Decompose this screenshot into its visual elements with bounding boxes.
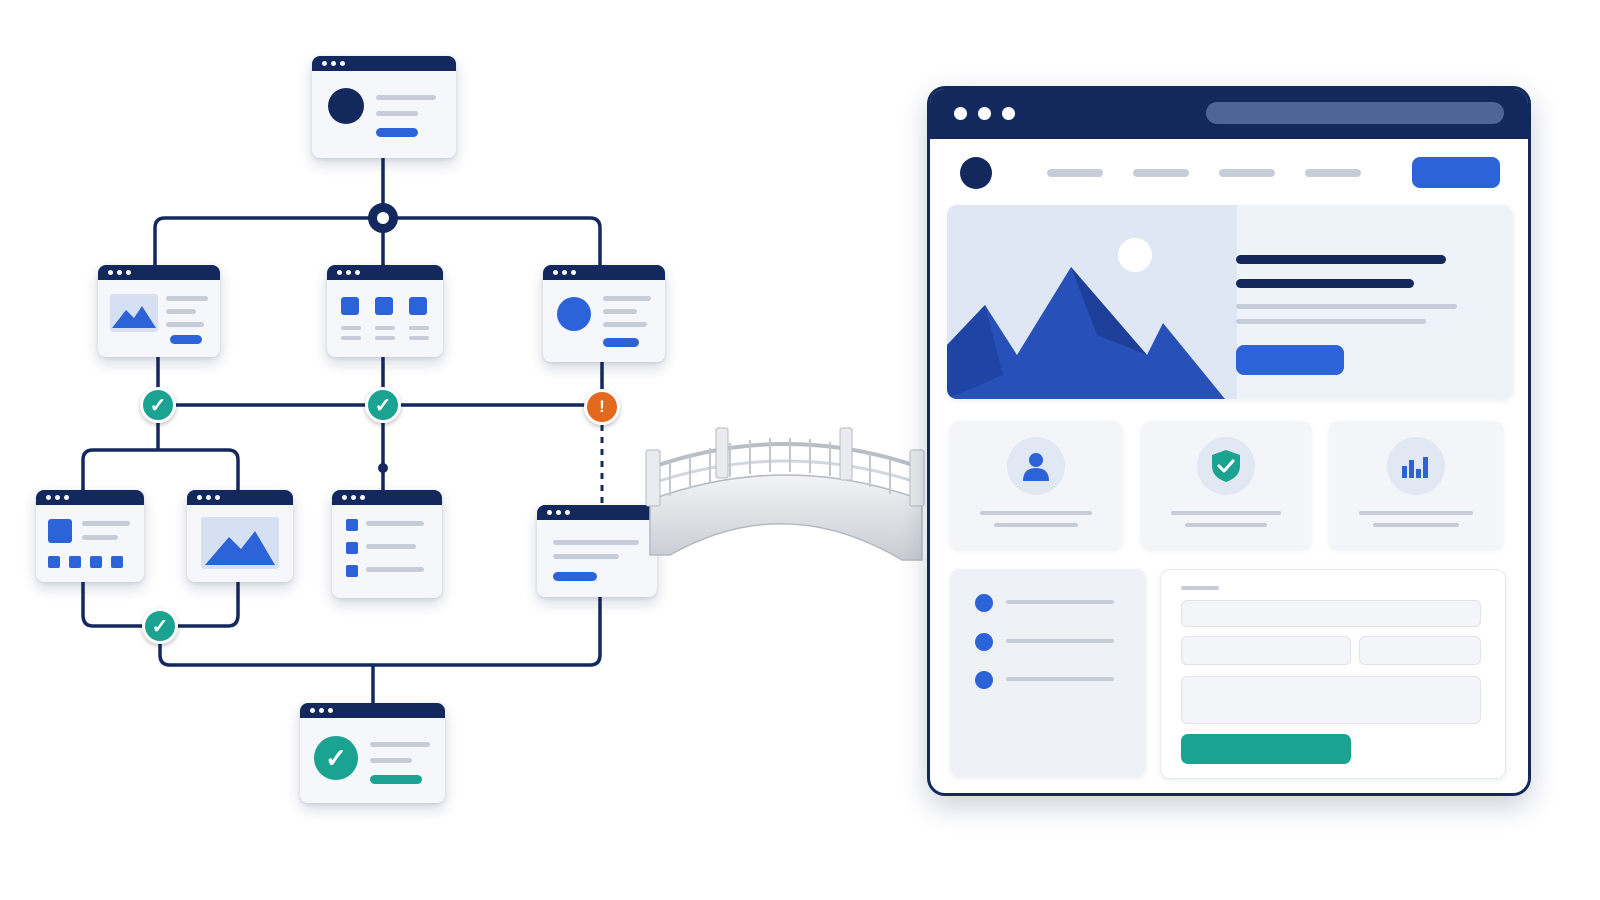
connector-hub-left xyxy=(153,216,385,267)
nav-item[interactable] xyxy=(1047,169,1103,177)
flow-branch-profile-window xyxy=(543,265,665,362)
avatar-icon xyxy=(328,88,364,124)
form-field[interactable] xyxy=(1181,600,1481,627)
bar-chart-icon xyxy=(1402,457,1428,478)
form-panel xyxy=(1160,569,1506,779)
browser-titlebar xyxy=(930,89,1528,139)
image-icon xyxy=(201,517,279,569)
flow-branch-image-window xyxy=(98,265,220,357)
list-item[interactable] xyxy=(1006,677,1114,681)
connector-final-merge xyxy=(158,595,602,667)
shield-check-icon xyxy=(1212,450,1240,482)
hub-node-center xyxy=(377,212,389,224)
connector-hub-right xyxy=(381,216,602,267)
nav-item[interactable] xyxy=(1305,169,1361,177)
form-icon xyxy=(537,520,657,597)
window-dot-icon xyxy=(978,107,991,120)
form-field[interactable] xyxy=(1359,636,1481,665)
list-item[interactable] xyxy=(1006,600,1114,604)
layout-icon xyxy=(36,505,144,582)
window-titlebar xyxy=(327,265,443,280)
flow-substep-list-window xyxy=(332,490,442,598)
list-bullet-icon xyxy=(975,633,993,651)
flow-substep-layout-window xyxy=(36,490,144,582)
list-bullet-icon xyxy=(975,671,993,689)
hero-cta-button[interactable] xyxy=(1236,345,1344,375)
form-textarea[interactable] xyxy=(1181,676,1481,724)
warning-icon: ! xyxy=(584,389,620,425)
list-icon xyxy=(332,505,442,598)
user-icon xyxy=(1023,453,1049,481)
grid-icon xyxy=(327,280,443,357)
window-titlebar xyxy=(332,490,442,505)
flow-branch-grid-window xyxy=(327,265,443,357)
success-check-icon: ✓ xyxy=(365,387,401,423)
list-bullet-icon xyxy=(975,594,993,612)
feature-card xyxy=(950,421,1122,549)
window-dot-icon xyxy=(1002,107,1015,120)
nav-cta-button[interactable] xyxy=(1412,157,1500,188)
image-icon xyxy=(110,294,158,332)
window-titlebar xyxy=(300,703,445,718)
window-titlebar xyxy=(98,265,220,280)
window-titlebar xyxy=(312,56,456,71)
flow-final-window: ✓ xyxy=(300,703,445,803)
success-check-icon: ✓ xyxy=(142,608,178,644)
flow-substep-image-window xyxy=(187,490,293,582)
window-titlebar xyxy=(187,490,293,505)
check-icon: ✓ xyxy=(314,736,358,780)
form-submit-button[interactable] xyxy=(1181,734,1351,764)
address-bar[interactable] xyxy=(1206,102,1504,124)
nav-item[interactable] xyxy=(1133,169,1189,177)
website-mockup-window xyxy=(927,86,1531,796)
bridge-icon xyxy=(645,427,925,561)
window-titlebar xyxy=(543,265,665,280)
window-titlebar xyxy=(537,505,657,520)
hero-section xyxy=(947,205,1513,399)
success-check-icon: ✓ xyxy=(140,387,176,423)
list-panel xyxy=(950,569,1146,777)
window-dot-icon xyxy=(954,107,967,120)
list-item[interactable] xyxy=(1006,639,1114,643)
form-field[interactable] xyxy=(1181,636,1351,665)
avatar-icon xyxy=(557,297,591,331)
window-titlebar xyxy=(36,490,144,505)
feature-card xyxy=(1329,421,1503,549)
flow-root-window xyxy=(312,56,456,158)
junction-dot xyxy=(378,463,388,473)
flow-substep-form-window xyxy=(537,505,657,597)
feature-card xyxy=(1141,421,1311,549)
mountain-icon xyxy=(947,205,1237,399)
logo-icon xyxy=(960,157,992,189)
nav-item[interactable] xyxy=(1219,169,1275,177)
